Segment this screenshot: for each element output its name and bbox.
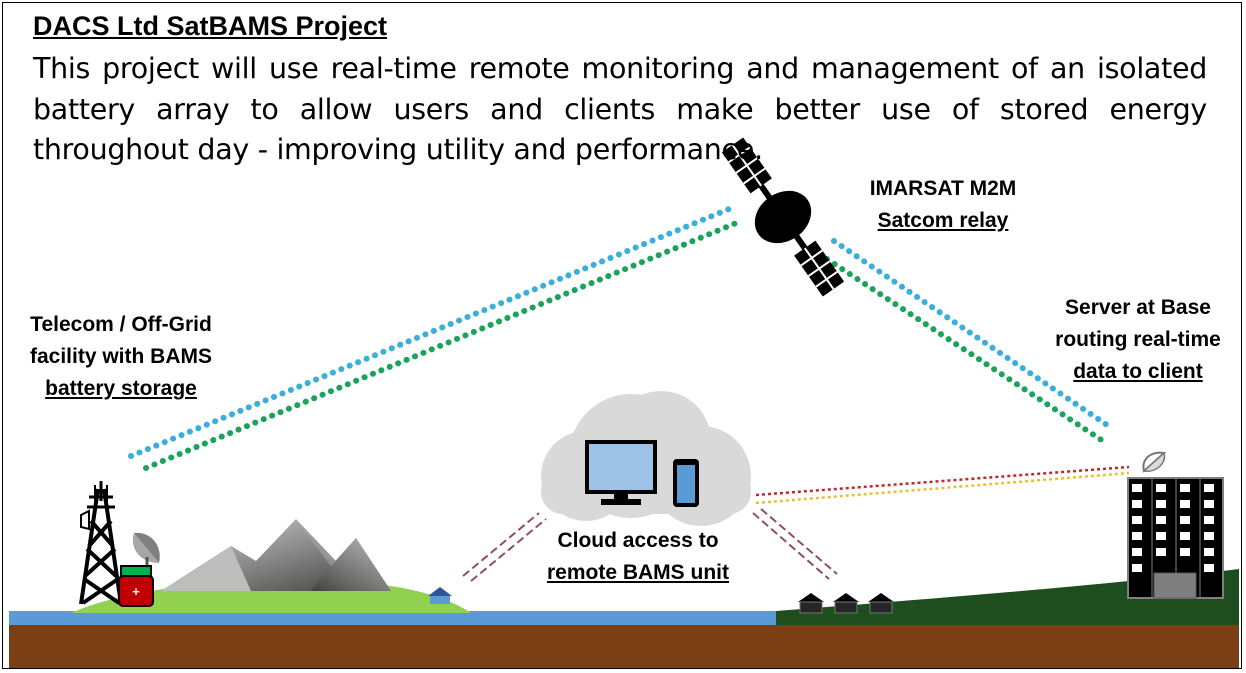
building-dish-icon <box>1142 451 1167 473</box>
satellite-icon <box>721 137 845 297</box>
page-title: DACS Ltd SatBAMS Project <box>33 11 388 41</box>
battery-symbol: + <box>132 584 140 599</box>
scene: + DACS Ltd SatBAMS Project This project … <box>3 3 1241 668</box>
downlink-green-right <box>824 256 1109 446</box>
mountains-icon <box>161 519 391 591</box>
houses-icon <box>798 593 894 614</box>
cloud-label-line1: Cloud access to <box>557 529 719 552</box>
monitor-icon <box>585 440 657 505</box>
server-label: Server at Base routing real-time data to… <box>1033 292 1241 388</box>
battery-icon <box>118 565 154 607</box>
server-link-red <box>755 465 1130 497</box>
server-label-line2: routing real-time <box>1055 328 1221 351</box>
telecom-label-line1: Telecom / Off-Grid <box>30 313 212 336</box>
cloud-link-left <box>462 512 547 582</box>
uplink-blue-left <box>128 206 732 459</box>
telecom-label-line2: facility with BAMS <box>29 345 213 368</box>
telecom-tower-icon <box>79 481 123 605</box>
satellite-label: IMARSAT M2M Satcom relay <box>793 173 1093 237</box>
cloud-label: Cloud access to remote BAMS unit <box>503 525 773 589</box>
server-building-icon <box>1127 477 1224 599</box>
satellite-dish-icon <box>132 532 160 569</box>
cloud-link-right <box>752 508 838 580</box>
sea <box>9 611 779 625</box>
downlink-blue-right <box>831 238 1116 432</box>
small-house-icon <box>428 587 452 604</box>
server-link-yellow <box>755 471 1130 505</box>
uplink-green-left <box>143 218 744 471</box>
cloud-label-line2: remote BAMS unit <box>546 561 729 584</box>
server-label-line1: Server at Base <box>1065 296 1211 319</box>
telecom-label-line3: battery storage <box>45 377 197 400</box>
telecom-label: Telecom / Off-Grid facility with BAMS ba… <box>3 309 239 405</box>
antenna-panel-icon <box>80 509 90 531</box>
server-label-line3: data to client <box>1073 360 1203 383</box>
project-description: This project will use real-time remote m… <box>33 52 1207 166</box>
satellite-label-line2: Satcom relay <box>877 209 1009 232</box>
soil-layer <box>9 623 1239 668</box>
phone-icon <box>673 459 699 507</box>
satellite-label-line1: IMARSAT M2M <box>869 177 1017 200</box>
